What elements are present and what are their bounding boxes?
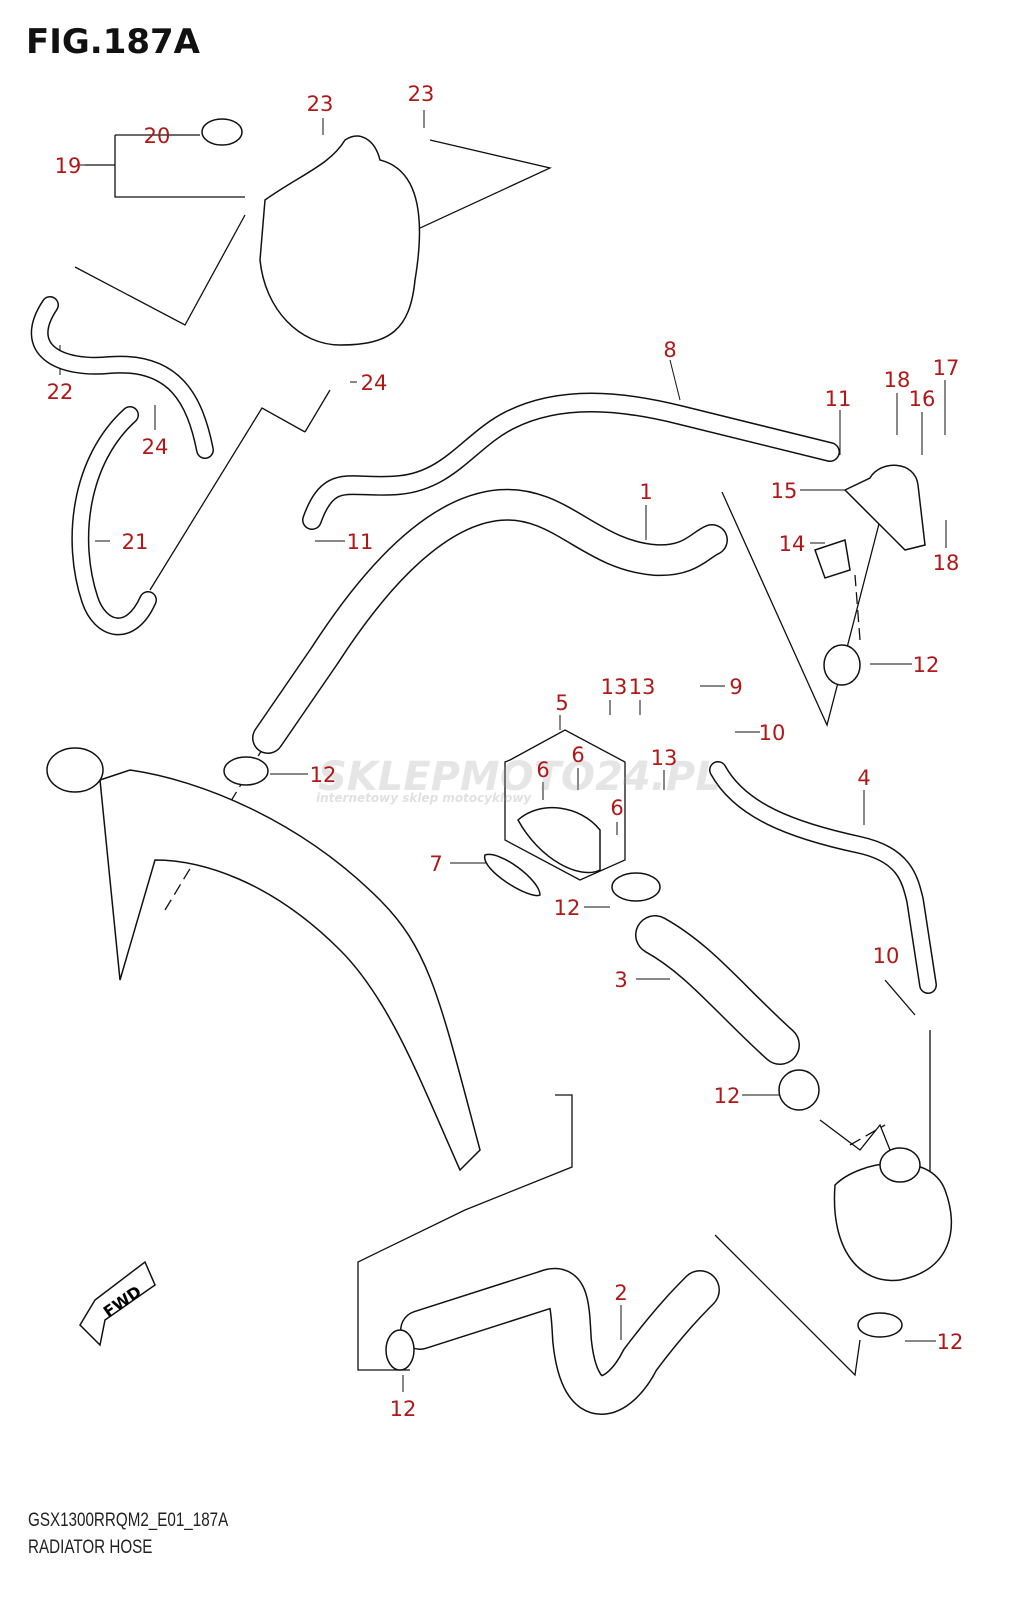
part-label: 17: [933, 356, 960, 380]
leader-lines: [74, 139, 931, 1377]
part-label: 13: [601, 675, 628, 699]
hose-8: [302, 392, 840, 530]
water-outlet: [517, 807, 601, 874]
clamp: [823, 644, 861, 686]
part-label: 16: [909, 387, 936, 411]
part-label: 13: [651, 746, 678, 770]
part-label: 1: [639, 480, 652, 504]
part-label: 10: [759, 721, 786, 745]
part-label: 23: [307, 92, 334, 116]
part-label: 23: [408, 82, 435, 106]
radiator-cap: [46, 747, 104, 793]
part-label: 12: [390, 1397, 417, 1421]
clamp: [778, 1069, 820, 1111]
part-label: 13: [629, 675, 656, 699]
watermark: SKLEPMOTO24.PL internetowy sklep motocyk…: [316, 754, 721, 805]
o-ring: [484, 853, 541, 897]
hose-8-fill: [303, 394, 839, 529]
part-label: 10: [873, 944, 900, 968]
part-label: 15: [771, 479, 798, 503]
label-leaders: [59, 110, 947, 1392]
part-label: 9: [729, 675, 742, 699]
part-label: 21: [122, 530, 149, 554]
footer-code: GSX1300RRQM2_E01_187A: [28, 1510, 229, 1531]
radiator: [99, 769, 481, 1172]
part-label: 12: [913, 653, 940, 677]
part-label: 22: [47, 380, 74, 404]
part-label: 7: [429, 852, 442, 876]
part-label: 6: [536, 758, 549, 782]
thermostat-housing: [843, 464, 926, 551]
part-label: 11: [347, 530, 374, 554]
hose-1-fill: [253, 490, 727, 753]
part-label: 11: [825, 387, 852, 411]
part-label: 12: [714, 1084, 741, 1108]
clamp: [385, 1329, 415, 1371]
part-label: 19: [55, 154, 82, 178]
large-hoses-fill: [401, 916, 799, 1414]
thermostat: [814, 539, 851, 579]
reservoir-tank: [259, 135, 421, 346]
reservoir-cap: [201, 118, 243, 146]
part-label: 2: [614, 1281, 627, 1305]
part-label: 3: [614, 968, 627, 992]
part-label: 20: [144, 124, 171, 148]
part-label: 8: [663, 338, 676, 362]
part-label: 5: [555, 691, 568, 715]
footer-name: RADIATOR HOSE: [28, 1537, 153, 1558]
watermark-tagline: internetowy sklep motocyklowy: [316, 791, 532, 805]
fwd-arrow-icon: [79, 1260, 156, 1347]
part-label: 12: [554, 896, 581, 920]
small-hoses-fill: [32, 297, 936, 993]
clamp: [611, 872, 661, 902]
part-label: 14: [779, 532, 806, 556]
part-label: 12: [937, 1330, 964, 1354]
figure-title: FIG.187A: [26, 22, 200, 62]
part-label: 24: [142, 435, 169, 459]
part-label: 4: [857, 766, 870, 790]
part-label: 6: [571, 743, 584, 767]
part-label: 18: [884, 368, 911, 392]
small-hoses: [30, 296, 937, 994]
part-label: 12: [310, 763, 337, 787]
watermark-brand: SKLEPMOTO24.PL: [318, 754, 721, 800]
part-label: 6: [610, 796, 623, 820]
clamp: [223, 756, 269, 786]
part-label: 24: [361, 371, 388, 395]
part-label: 18: [933, 551, 960, 575]
clamp: [857, 1312, 903, 1338]
water-pump-inlet: [879, 1147, 921, 1183]
